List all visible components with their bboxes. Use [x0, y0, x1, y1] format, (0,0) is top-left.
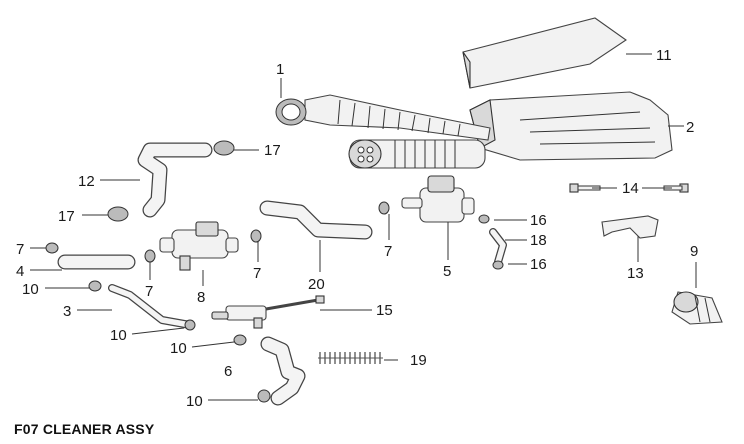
callout-6: 6	[224, 363, 232, 380]
callout-5: 5	[443, 263, 451, 280]
part-17-clamps	[107, 140, 235, 222]
leader-lines	[30, 53, 697, 401]
small-clamps	[45, 201, 504, 403]
callout-9: 9	[690, 243, 698, 260]
callout-16-bottom: 16	[530, 256, 547, 273]
callout-14: 14	[622, 180, 639, 197]
callout-10-bottom: 10	[186, 393, 203, 410]
callout-labels: 1 2 11 17 12 17 14 16 18 16 7 4 7 8 7 20…	[16, 47, 698, 410]
callout-16-top: 16	[530, 212, 547, 229]
callout-10-top: 10	[22, 281, 39, 298]
callout-12: 12	[78, 173, 95, 190]
callout-19: 19	[410, 352, 427, 369]
callout-10-mid: 10	[110, 327, 127, 344]
callout-17-top: 17	[264, 142, 281, 159]
part-19-spring	[318, 352, 383, 364]
callout-8: 8	[197, 289, 205, 306]
part-20-hose	[259, 200, 373, 240]
callout-7-right: 7	[384, 243, 392, 260]
callout-13: 13	[627, 265, 644, 282]
part-12-bent-hose	[137, 142, 213, 218]
callout-15: 15	[376, 302, 393, 319]
part-3-thin-pipe	[108, 284, 194, 329]
part-5-valve	[401, 175, 475, 223]
part-18-small-hose	[489, 228, 507, 266]
callout-3: 3	[63, 303, 71, 320]
part-8-valve-body	[159, 221, 239, 271]
part-9-rubber-connector	[671, 291, 723, 325]
diagram-caption: F07 CLEANER ASSY	[14, 421, 155, 437]
callout-4: 4	[16, 263, 24, 280]
part-11-cover-plate	[462, 17, 627, 89]
callout-20: 20	[308, 276, 325, 293]
callout-7-left: 7	[16, 241, 24, 258]
callout-2: 2	[686, 119, 694, 136]
callout-11: 11	[656, 47, 672, 64]
callout-18: 18	[530, 232, 547, 249]
part-2-air-cleaner-housing	[348, 91, 673, 169]
part-15-rod-assembly	[211, 295, 325, 329]
part-6-curved-hose	[260, 336, 306, 406]
callout-17-left: 17	[58, 208, 75, 225]
callout-7-valve: 7	[253, 265, 261, 282]
callout-10-lower: 10	[170, 340, 187, 357]
part-1-intake-hose	[275, 94, 491, 141]
callout-7-mid: 7	[145, 283, 153, 300]
callout-1: 1	[276, 61, 284, 78]
part-13-bracket	[601, 215, 659, 239]
